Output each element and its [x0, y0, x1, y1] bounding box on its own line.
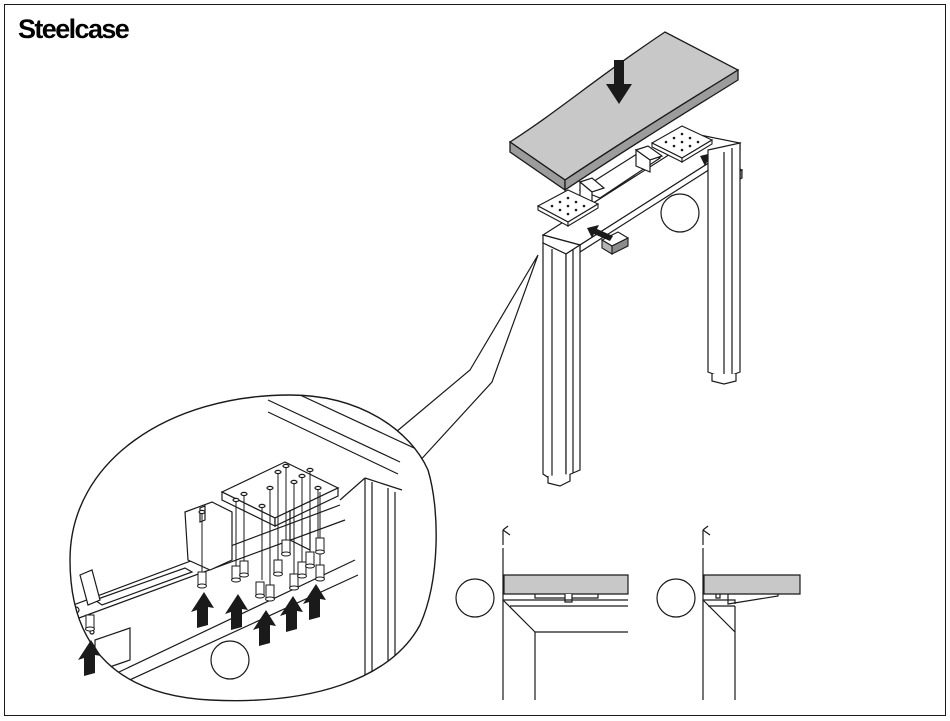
- callout-circle-a: [661, 194, 699, 232]
- leg-rear: [708, 143, 740, 384]
- callout-circle-d: [657, 579, 695, 617]
- edge-detail-offset: [657, 526, 800, 700]
- magnifier-leader: [396, 255, 538, 465]
- leg-front: [543, 235, 580, 486]
- edge-detail-aligned: [456, 526, 628, 700]
- callout-circle-c: [456, 579, 494, 617]
- callout-circle-b: [211, 641, 249, 679]
- magnified-detail-bubble: [60, 395, 440, 712]
